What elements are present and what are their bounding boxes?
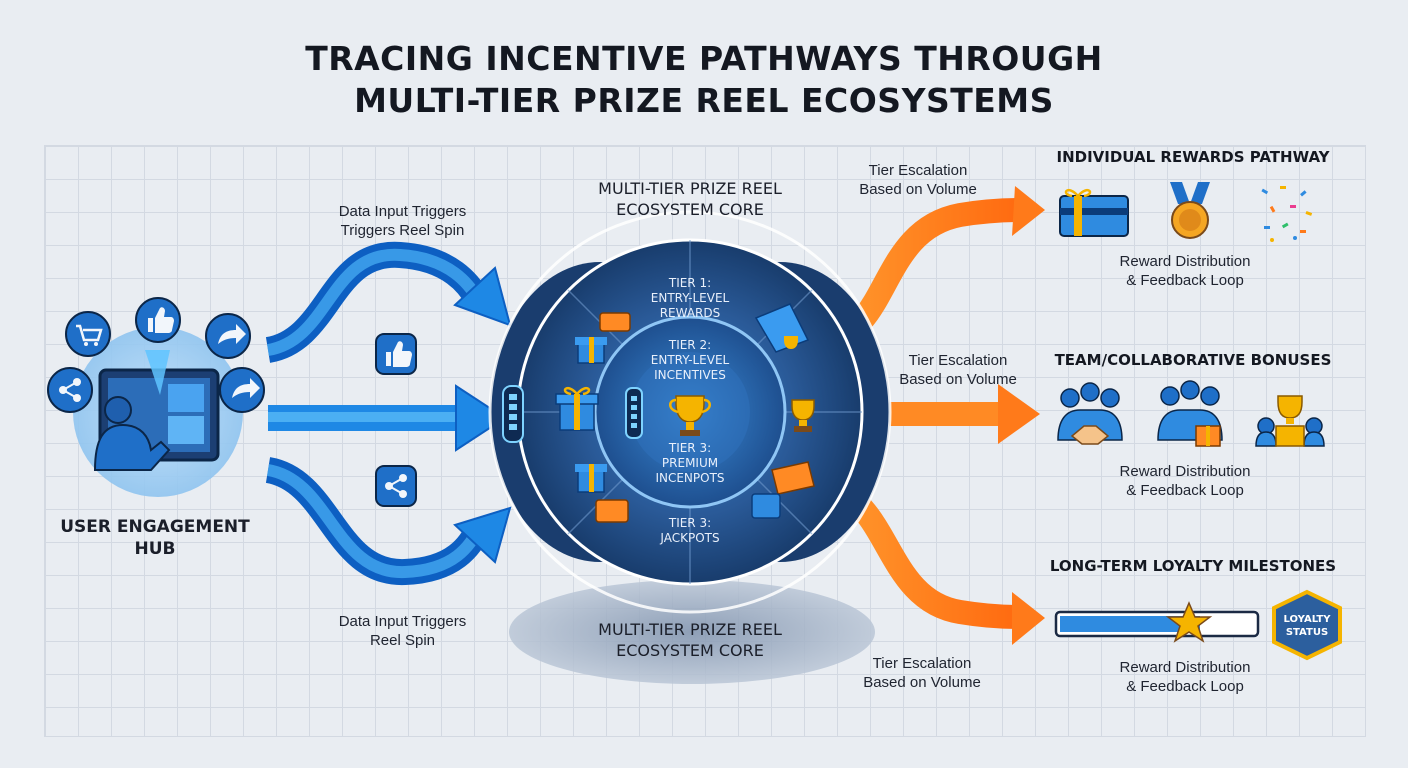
gift-box-icon xyxy=(555,386,599,431)
team-trophy-icon xyxy=(1255,395,1325,447)
title-line-2: MULTI-TIER PRIZE REEL ECOSYSTEMS xyxy=(354,81,1054,120)
handshake-icon xyxy=(1057,382,1123,445)
team-gift-icon xyxy=(1157,380,1223,447)
svg-text:REWARDS: REWARDS xyxy=(660,306,721,320)
title-line-1: TRACING INCENTIVE PATHWAYS THROUGH xyxy=(305,39,1103,78)
loyalty-caption: Reward Distribution & Feedback Loop xyxy=(1119,659,1251,695)
input-label-bottom: Data Input Triggers Reel Spin xyxy=(338,613,467,649)
escalation-label-bottom: Tier Escalation Based on Volume xyxy=(863,655,981,691)
tier-1-label: TIER 1: ENTRY-LEVEL REWARDS xyxy=(651,276,730,320)
center-trophy-icon xyxy=(669,395,711,436)
tier-3-premium-label: TIER 3: PREMIUM INCENPOTS xyxy=(655,441,724,485)
gift-box-lower-icon xyxy=(575,464,607,493)
gift-box-small-icon xyxy=(575,337,607,364)
share-arrow-icon-lower xyxy=(219,367,265,413)
individual-pathway-title: INDIVIDUAL REWARDS PATHWAY xyxy=(1056,148,1330,166)
loyalty-progress-bar xyxy=(1054,601,1260,643)
svg-text:TIER 2:: TIER 2: xyxy=(668,338,711,352)
trophy-right-icon xyxy=(791,399,815,432)
loyalty-status-badge: LOYALTY STATUS xyxy=(1272,589,1342,661)
svg-text:PREMIUM: PREMIUM xyxy=(662,456,718,470)
user-body xyxy=(93,423,171,471)
input-like-icon xyxy=(375,333,417,375)
escalation-label-top: Tier Escalation Based on Volume xyxy=(859,162,977,198)
svg-text:LOYALTY: LOYALTY xyxy=(1284,614,1332,625)
escalation-label-middle: Tier Escalation Based on Volume xyxy=(899,352,1017,388)
output-arrows xyxy=(824,186,1045,645)
team-caption: Reward Distribution & Feedback Loop xyxy=(1119,463,1251,499)
coupon-lower-icon xyxy=(595,499,629,523)
input-arrows xyxy=(264,241,512,585)
medal-icon xyxy=(1170,182,1210,239)
ticket-icon xyxy=(751,461,815,519)
share-icon xyxy=(47,367,93,413)
svg-text:JACKPOTS: JACKPOTS xyxy=(659,531,719,545)
like-icon xyxy=(135,297,181,343)
core-shadow xyxy=(509,580,875,684)
svg-text:STATUS: STATUS xyxy=(1286,627,1328,638)
hub-label: USER ENGAGEMENT HUB xyxy=(60,517,250,559)
user-engagement-hub xyxy=(73,327,243,497)
cart-icon xyxy=(65,311,111,357)
input-label-top: Data Input Triggers Triggers Reel Spin xyxy=(338,203,467,239)
tag-trophy-icon xyxy=(754,303,810,353)
svg-text:ENTRY-LEVEL: ENTRY-LEVEL xyxy=(651,291,730,305)
svg-text:INCENPOTS: INCENPOTS xyxy=(655,471,724,485)
loyalty-pathway-title: LONG-TERM LOYALTY MILESTONES xyxy=(1049,557,1337,575)
user-head xyxy=(104,396,132,424)
coupon-icon xyxy=(599,312,631,332)
tier-2-label: TIER 2: ENTRY-LEVEL INCENTIVES xyxy=(651,338,730,382)
tier-3-jackpots-label: TIER 3: JACKPOTS xyxy=(659,516,719,545)
team-pathway-title: TEAM/COLLABORATIVE BONUSES xyxy=(1054,351,1332,369)
svg-text:TIER 1:: TIER 1: xyxy=(668,276,711,290)
individual-caption: Reward Distribution & Feedback Loop xyxy=(1119,253,1251,289)
star-icon xyxy=(1165,601,1213,643)
input-share-icon xyxy=(375,465,417,507)
confetti-icon xyxy=(1261,186,1313,242)
gift-card-icon xyxy=(1059,188,1129,237)
core-label-top: MULTI-TIER PRIZE REEL ECOSYSTEM CORE xyxy=(598,179,782,219)
page-title: TRACING INCENTIVE PATHWAYS THROUGH MULTI… xyxy=(0,38,1408,122)
svg-text:INCENTIVES: INCENTIVES xyxy=(654,368,726,382)
svg-text:ENTRY-LEVEL: ENTRY-LEVEL xyxy=(651,353,730,367)
share-arrow-icon xyxy=(205,313,251,359)
svg-text:TIER 3:: TIER 3: xyxy=(668,516,711,530)
core-label-bottom: MULTI-TIER PRIZE REEL ECOSYSTEM CORE xyxy=(598,620,782,660)
svg-text:TIER 3:: TIER 3: xyxy=(668,441,711,455)
